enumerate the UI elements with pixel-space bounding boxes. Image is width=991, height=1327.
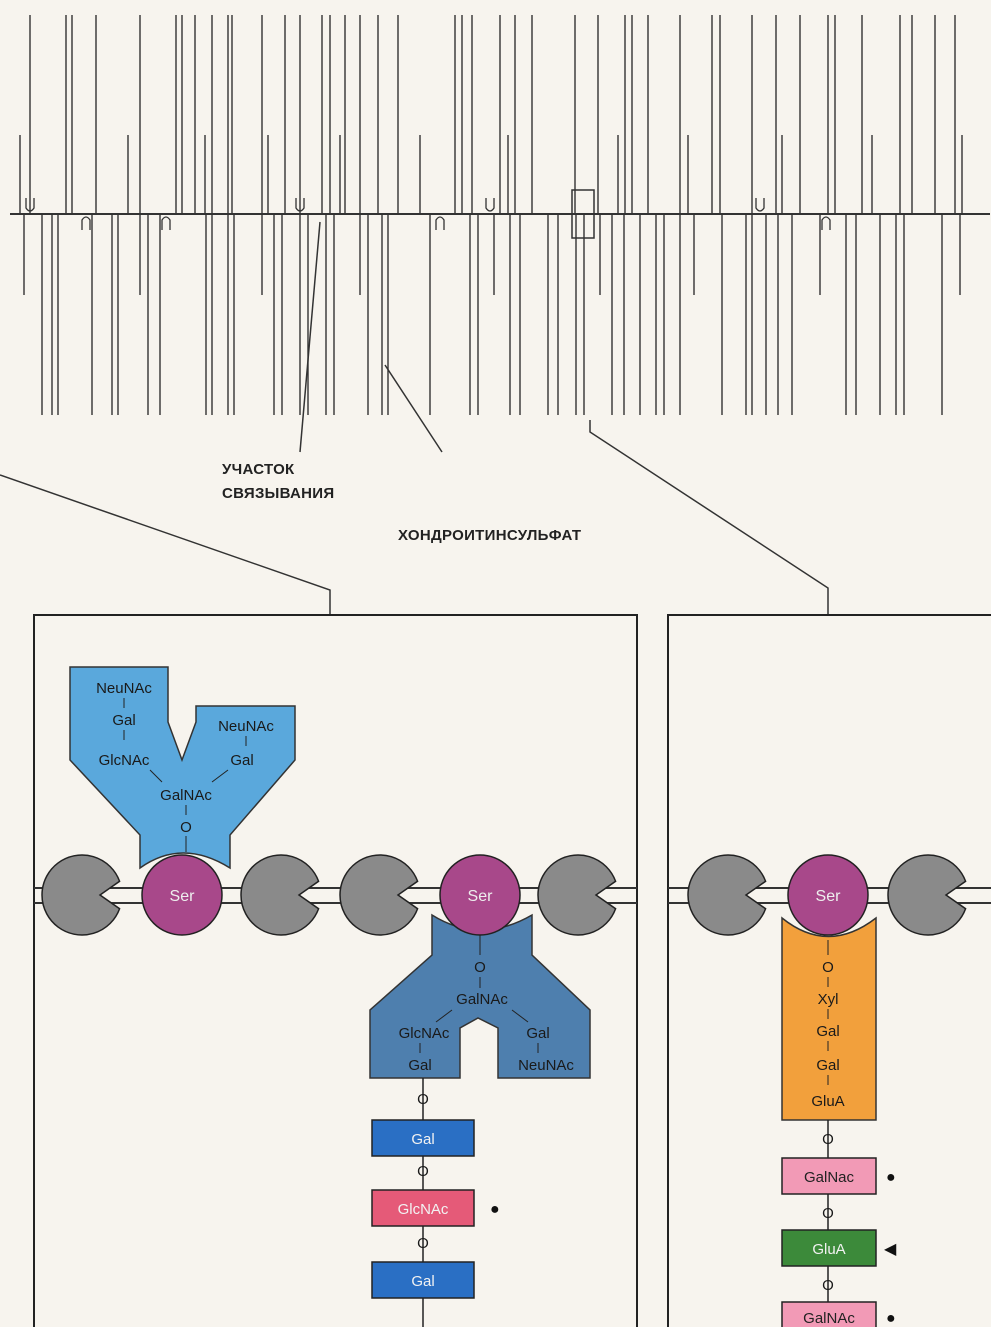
right-panel: O Xyl Gal Gal GluA Ser O GalNac ● O GluA… [668,615,991,1327]
globule [538,855,616,935]
hook-down-icon [436,217,444,230]
left-chain: O Gal O GlcNAc ● O Gal [372,1078,500,1327]
globule [42,855,120,935]
chondroitin-label: ХОНДРОИТИНСУЛЬФАТ [398,527,581,544]
right-backbone-globules: Ser [688,855,966,935]
globule [340,855,418,935]
hook-down-icon [82,217,90,230]
right-chain: O GalNac ● O GluA ◀ O GalNAc ● [782,1120,897,1327]
o-link-chain-2: O [417,1163,429,1180]
ser-label: Ser [468,888,494,905]
chondroitin-chains-upper [20,15,962,214]
hook-up-icon [756,198,764,211]
chondroitin-pointer [385,365,442,452]
globule [688,855,766,935]
binding-site-label-line2: СВЯЗЫВАНИЯ [222,485,334,502]
hook-down-icon [162,217,170,230]
sugar-gal-1: Gal [112,712,135,729]
o-link-upper: O [180,819,192,836]
o-link-linker: O [822,959,834,976]
chondroitin-chains-lower [24,214,960,415]
o-link-right-3: O [822,1277,834,1294]
sugar-neunac-2: NeuNAc [218,718,274,735]
sugar-glcnac-2: GlcNAc [399,1025,450,1042]
sugar-gal-6: Gal [816,1057,839,1074]
o-link-chain-3: O [417,1235,429,1252]
chain-box-gal-1-label: Gal [411,1131,434,1148]
chain-box-gal-2-label: Gal [411,1273,434,1290]
binding-site-label-line1: УЧАСТОК [222,461,295,478]
right-panel-connector [590,420,828,615]
hook-down-icon [822,217,830,230]
sugar-glua-1: GluA [811,1093,844,1110]
sugar-gal-3: Gal [408,1057,431,1074]
sugar-gal-2: Gal [230,752,253,769]
linker-shape [782,918,876,1120]
glua-triangle-marker: ◀ [884,1241,897,1258]
galnac-dot-marker-2: ● [886,1310,896,1327]
pointer-lines [0,222,828,615]
galnac-dot-marker-1: ● [886,1169,896,1186]
globule [888,855,966,935]
chain-box-galnac-2-label: GalNAc [803,1310,855,1327]
ser-label: Ser [816,888,842,905]
sugar-xyl: Xyl [818,991,839,1008]
chain-box-galnac-1-label: GalNac [804,1169,855,1186]
sugar-galnac-2: GalNAc [456,991,508,1008]
left-panel: NeuNAc Gal GlcNAc NeuNAc Gal GalNAc O O … [34,615,637,1327]
ser-label: Ser [170,888,196,905]
o-link-right-1: O [822,1131,834,1148]
chain-box-glcnac-label: GlcNAc [398,1201,449,1218]
binding-site-pointer [300,222,320,452]
sugar-galnac-1: GalNAc [160,787,212,804]
proteoglycan-skeleton [10,15,990,415]
sugar-gal-5: Gal [816,1023,839,1040]
sugar-neunac-1: NeuNAc [96,680,152,697]
o-link-right-2: O [822,1205,834,1222]
chain-box-glua-label: GluA [812,1241,845,1258]
sugar-glcnac-1: GlcNAc [99,752,150,769]
globule [241,855,319,935]
glcnac-dot-marker: ● [490,1201,500,1218]
hook-up-icon [486,198,494,211]
sugar-neunac-3: NeuNAc [518,1057,574,1074]
sugar-gal-4: Gal [526,1025,549,1042]
o-link-chain-1: O [417,1091,429,1108]
o-link-lower: O [474,959,486,976]
